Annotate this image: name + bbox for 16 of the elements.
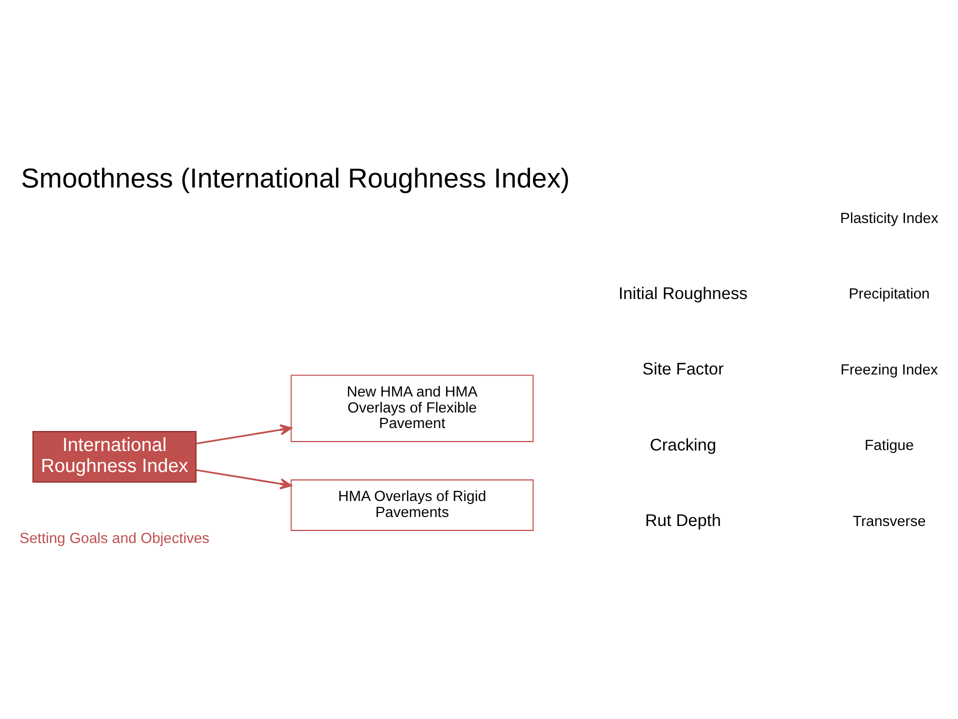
label: Initial Roughness	[618, 284, 748, 303]
label: Rut Depth	[644, 511, 720, 530]
node-box: New HMA and HMA Overlays of Flexible Pavement	[290, 374, 534, 442]
diagram-title: Smoothness (International Roughness Index)	[20, 162, 570, 194]
label: Plasticity Index	[840, 210, 938, 227]
label: Setting Goals and Objectives	[19, 530, 209, 547]
label: Freezing Index	[840, 362, 938, 378]
node-box: International Roughness Index	[32, 431, 196, 483]
arrow	[196, 469, 292, 490]
label: Site Factor	[642, 360, 724, 379]
arrow	[196, 424, 292, 444]
label: Precipitation	[848, 286, 930, 303]
label: Cracking	[649, 435, 716, 454]
node-box: HMA Overlays of Rigid Pavements	[290, 479, 534, 531]
label: Transverse	[852, 514, 926, 530]
label: Fatigue	[864, 438, 914, 454]
